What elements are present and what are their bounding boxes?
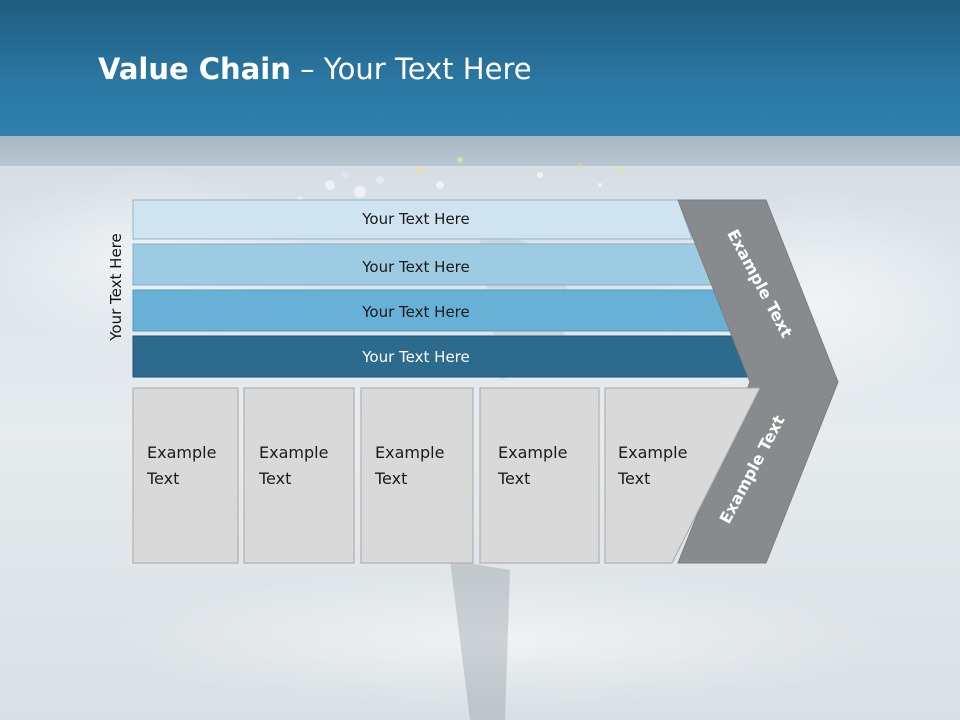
header-subband: [0, 136, 960, 166]
column-2: Example Text: [243, 387, 355, 564]
title-rest: – Your Text Here: [290, 52, 532, 86]
column-2-box: [243, 387, 355, 564]
chevron-shape: [677, 199, 839, 564]
column-3: Example Text: [360, 387, 474, 564]
band-1-label: Your Text Here: [361, 210, 469, 228]
svg-text:Example: Example: [618, 664, 687, 683]
svg-text:Example: Example: [375, 664, 444, 683]
column-5-line2: Text: [617, 469, 650, 488]
band-3-label: Your Text Here: [361, 303, 469, 321]
column-5-line1: Example: [618, 443, 687, 462]
chevron: Example Text Example Text: [677, 199, 839, 564]
band-4-label: Your Text Here: [361, 348, 469, 366]
svg-text:Text: Text: [497, 638, 530, 657]
column-2-line1: Example: [259, 443, 328, 462]
column-1-line1: Example: [147, 443, 216, 462]
column-4: Example Text: [479, 387, 600, 564]
band-2-label: Your Text Here: [361, 258, 469, 276]
svg-text:Example: Example: [259, 664, 328, 683]
svg-text:Example: Example: [498, 664, 567, 683]
svg-text:Text: Text: [617, 638, 650, 657]
column-1-line2: Text: [146, 469, 179, 488]
column-4-box: [479, 387, 600, 564]
band-1: Your Text Here: [132, 199, 693, 240]
column-5: Example Text: [604, 387, 761, 564]
column-2-line2: Text: [258, 469, 291, 488]
column-1-box: [132, 387, 239, 564]
band-2: Your Text Here: [132, 243, 717, 286]
column-4-line2: Text: [497, 469, 530, 488]
slide-title: Value Chain – Your Text Here: [98, 52, 532, 86]
svg-text:Example: Example: [147, 664, 216, 683]
band-3: Your Text Here: [132, 289, 740, 332]
column-3-line2: Text: [374, 469, 407, 488]
band-4: Your Text Here: [132, 335, 764, 378]
header-band: [0, 0, 960, 136]
svg-text:Text: Text: [146, 638, 179, 657]
column-3-box: [360, 387, 474, 564]
title-bold: Value Chain: [98, 52, 291, 86]
svg-text:Text: Text: [258, 638, 291, 657]
reflection: Example Text Example Text Example Text E…: [132, 562, 829, 720]
svg-text:Text: Text: [374, 638, 407, 657]
column-3-line1: Example: [375, 443, 444, 462]
band-1-shape: [132, 199, 693, 240]
column-1: Example Text: [132, 387, 239, 564]
column-4-line1: Example: [498, 443, 567, 462]
